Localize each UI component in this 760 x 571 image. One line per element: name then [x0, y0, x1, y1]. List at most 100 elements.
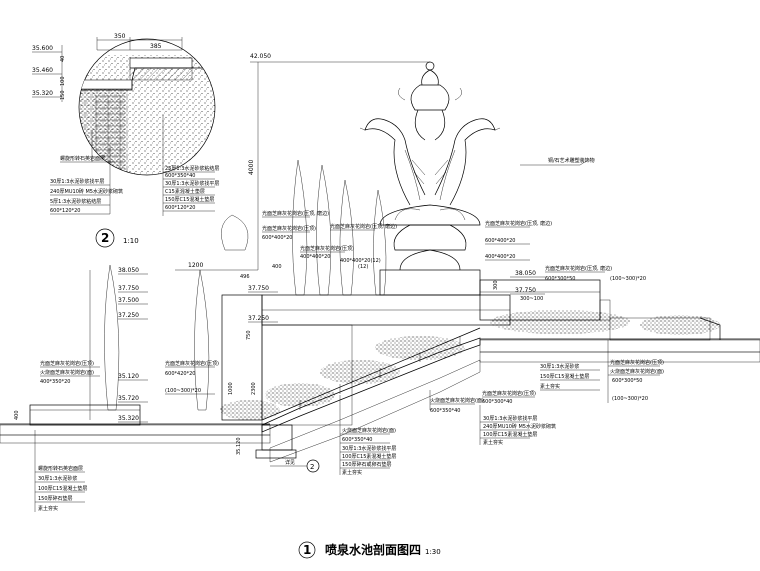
callout-text: (100~300)*20 — [612, 396, 648, 402]
level-label: 35.120 — [118, 373, 139, 380]
level-label: 37.500 — [118, 297, 139, 304]
callout-text: 火烧面芝麻灰花岗岩(面) — [40, 369, 94, 376]
level-label: 38.050 — [515, 270, 536, 277]
dim-1200: 1200 — [188, 262, 203, 269]
shrubs — [220, 310, 720, 420]
callout-text: 30厚1:3水泥砂浆 — [38, 475, 77, 482]
callout-text: 400*350*20 — [40, 379, 70, 385]
level-label: 37.750 — [515, 287, 536, 294]
callout-text: 600*300*50 — [612, 378, 642, 384]
title-scale: 1:30 — [425, 548, 441, 556]
callout-text: 螺旋形转石英岩面层 — [38, 465, 83, 472]
callout-text: 150厚碎石或卵石垫层 — [342, 461, 392, 468]
detail-scale: 1:10 — [123, 237, 139, 245]
callout-text: 火烧面芝麻灰花岗岩(面) — [610, 368, 664, 375]
main-section: 42.050 4000 铜/石艺术雕塑装饰物 1200 496 400 (12)… — [0, 53, 760, 512]
lower-pool-wall — [29, 404, 141, 426]
callout-text: 150厚C15混凝土垫层 — [540, 373, 589, 380]
callout-text: 光面芝麻灰花岗岩(压顶) — [262, 225, 316, 232]
dim-4000: 4000 — [248, 160, 255, 175]
detail-2: 350 385 35.600 35.460 35.320 40 100 150 … — [32, 33, 219, 248]
section-mark: 2 详见 35.120 — [236, 438, 320, 473]
callout-text: 400*400*20(12) — [340, 258, 381, 264]
callout-text: 100厚C15混凝土垫层 — [38, 485, 87, 492]
callout-text: 600*350*40 — [342, 437, 372, 443]
bottom-mid-callouts: 火烧面芝麻灰花岗岩(面) 600*350*40 光面芝麻灰花岗岩(压顶) 600… — [339, 390, 556, 476]
callout-text: 400*400*20 — [300, 254, 330, 260]
title-number-circle — [298, 541, 316, 559]
top-level: 42.050 — [250, 53, 271, 60]
callout-text: 600*120*20 — [165, 205, 195, 211]
dim-400: 400 — [272, 264, 282, 270]
level-label: 35.320 — [32, 90, 53, 97]
callout-text: 光面芝麻灰花岗岩(压顶, 磨边) — [485, 220, 552, 227]
callout-text: 25厚1:3水泥砂浆粘结层 — [165, 165, 219, 172]
dim-side: 100 — [60, 76, 66, 86]
callout-text: 600*350*40 — [165, 173, 195, 179]
drawing-title: 1 喷泉水池剖面图四 1:30 — [298, 541, 441, 559]
dim-left-1000: 1000 — [228, 382, 234, 395]
callout-text: 素土夯实 — [38, 505, 58, 512]
level-label: 35.460 — [32, 67, 53, 74]
callout-text: 素土夯实 — [483, 439, 503, 446]
level-label: 35.320 — [118, 415, 139, 422]
callout-text: 30厚1:3水泥砂浆找平层 — [50, 178, 104, 185]
dim-bottom: 35.120 — [236, 438, 242, 456]
left-levels: 38.050 37.750 37.500 37.250 35.120 35.72… — [14, 267, 234, 423]
callout-text: 火烧面芝麻灰花岗岩(面) — [342, 427, 396, 434]
dim-750: 750 — [246, 330, 252, 340]
callout-text: 30厚1:3水泥砂浆 — [540, 363, 579, 370]
callout-text: 240厚MU10砖 M5水泥砂浆砌筑 — [50, 188, 123, 195]
callout-text: 600*300*40 — [482, 399, 512, 405]
callout-text: 400*400*20 — [485, 254, 515, 260]
level-label: 35.720 — [118, 395, 139, 402]
callout-text: 光面芝麻灰花岗岩(压顶, 磨边) — [330, 223, 397, 230]
callout-text: 素土夯实 — [540, 383, 560, 390]
mid-levels: 37.750 37.250 — [248, 285, 278, 323]
level-label: 37.750 — [118, 285, 139, 292]
right-callouts: 光面芝麻灰花岗岩(压顶, 磨边) 600*300*50 (100~300)*20… — [520, 265, 646, 302]
detail-callouts: 螺旋形转石英岩面层 25厚1:3水泥砂浆粘结层 600*350*40 30厚1:… — [50, 115, 219, 216]
callout-text: 600*400*20 — [485, 238, 515, 244]
callout-text: 150厚C15混凝土垫层 — [165, 196, 214, 203]
section-note: 详见 — [285, 459, 295, 466]
callout-text: (100~300)*20 — [165, 388, 201, 394]
dim-2300: 2300 — [251, 382, 257, 395]
callout-text: 光面芝麻灰花岗岩(压顶, 磨边) — [262, 210, 329, 217]
callout-text: 240厚MU10砖 M5水泥砂浆砌筑 — [483, 423, 556, 430]
callout-text: (100~300)*20 — [610, 276, 646, 282]
callout-text: 30厚1:3水泥砂浆找平层 — [342, 445, 396, 452]
callout-text: 30厚1:3水泥砂浆找平层 — [483, 415, 537, 422]
detail-number: 2 — [101, 231, 109, 245]
left-callouts: 光面芝麻灰花岗岩(压顶) 火烧面芝麻灰花岗岩(面) 400*350*20 光面芝… — [40, 360, 219, 395]
callout-text: 100厚C15素混凝土垫层 — [342, 453, 396, 460]
callout-text: 30厚1:3水泥砂浆找平层 — [165, 180, 219, 187]
dim-300: 300 — [493, 280, 499, 290]
level-label: 37.250 — [118, 312, 139, 319]
dim-left-400: 400 — [14, 410, 20, 420]
title-text: 喷泉水池剖面图四 — [325, 542, 421, 557]
callout-text: 光面芝麻灰花岗岩(压顶) — [610, 359, 664, 366]
callout-text: 素土夯实 — [342, 469, 362, 476]
level-label: 35.600 — [32, 45, 53, 52]
callout-text: 火烧面芝麻灰花岗岩(面) — [430, 397, 484, 404]
callout-text: 光面芝麻灰花岗岩(压顶, 磨边) — [545, 265, 612, 272]
right-levels: 38.050 37.750 — [510, 270, 545, 295]
callout-text: 5厚1:3水泥砂浆粘结层 — [50, 198, 101, 205]
ground-left — [0, 424, 271, 436]
level-label: 37.750 — [248, 285, 269, 292]
callout-text: 光面芝麻灰花岗岩(压顶) — [165, 360, 219, 367]
right-lower-callouts: 光面芝麻灰花岗岩(压顶) 火烧面芝麻灰花岗岩(面) 600*300*50 (10… — [540, 340, 664, 403]
callout-text: C15素混凝土垫层 — [165, 188, 205, 195]
callout-text: 光面芝麻灰花岗岩(压顶) — [482, 390, 536, 397]
footing — [261, 424, 293, 451]
title-number: 1 — [303, 543, 311, 557]
top-callouts: 光面芝麻灰花岗岩(压顶, 磨边) 光面芝麻灰花岗岩(压顶) 600*400*20… — [262, 210, 552, 264]
callout-text: 600*420*20 — [165, 371, 195, 377]
ground-right — [479, 339, 760, 353]
callout-text: 150厚碎石垫层 — [38, 495, 73, 502]
dim-side: 40 — [60, 56, 66, 62]
dim-12: (12) — [358, 264, 368, 270]
callout-text: 600*300*50 — [545, 276, 575, 282]
